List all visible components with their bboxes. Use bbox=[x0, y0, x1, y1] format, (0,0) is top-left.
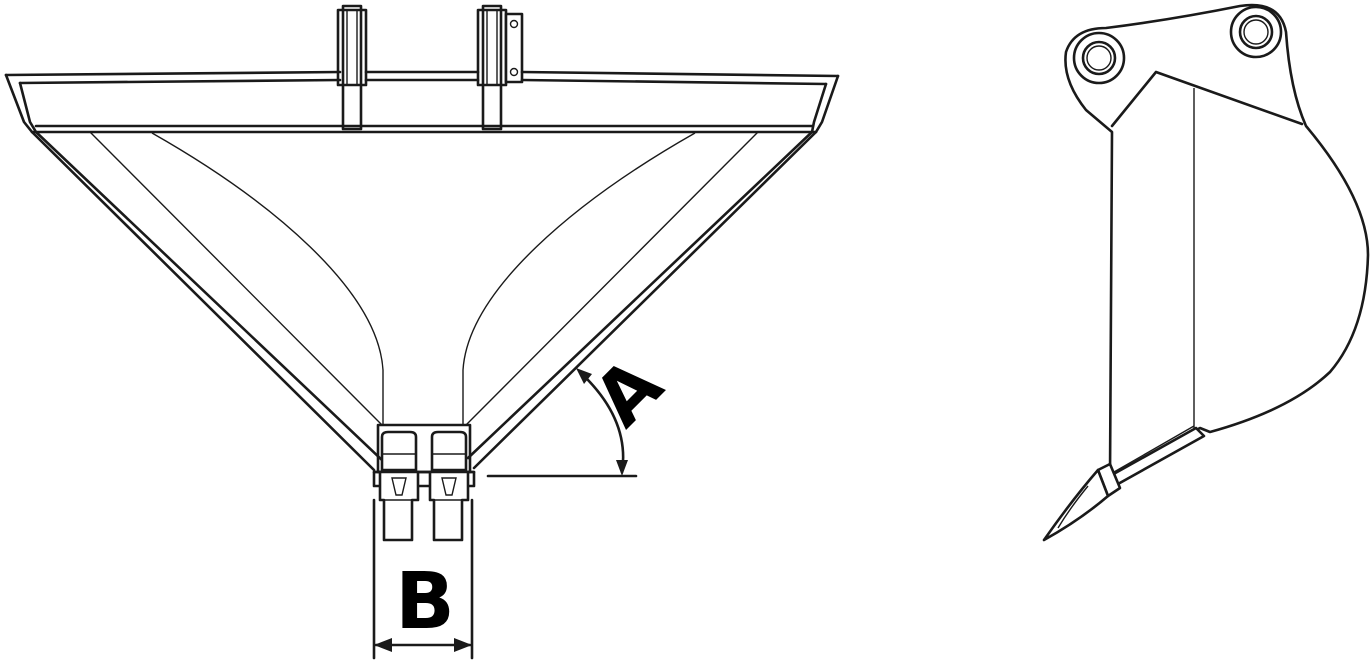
mounting-ear-right bbox=[476, 4, 524, 131]
width-arrow-right bbox=[454, 638, 472, 652]
side-plate-right bbox=[466, 82, 828, 460]
outer-edge-right bbox=[472, 74, 840, 470]
side-outline bbox=[1064, 3, 1370, 478]
side-plate-left bbox=[18, 81, 384, 462]
pin-boss-front bbox=[1229, 5, 1283, 59]
width-label: B bbox=[395, 557, 454, 647]
floor-curve-right bbox=[462, 132, 696, 425]
side-top-plate bbox=[1110, 70, 1304, 128]
tooth-left bbox=[378, 430, 420, 542]
outer-edge-left bbox=[4, 73, 376, 472]
pin-boss-rear bbox=[1072, 31, 1126, 85]
mounting-ear-left bbox=[336, 4, 368, 131]
front-view: A B bbox=[4, 4, 840, 660]
angle-arrow-top bbox=[576, 368, 592, 384]
width-arrow-left bbox=[374, 638, 392, 652]
side-cutting-edge bbox=[1042, 425, 1206, 542]
angle-label: A bbox=[578, 342, 679, 443]
side-view bbox=[1042, 3, 1370, 542]
side-tooth bbox=[1042, 468, 1110, 542]
angle-arrow-bottom bbox=[616, 460, 628, 476]
tooth-right bbox=[428, 430, 470, 542]
floor-curve-left bbox=[151, 132, 384, 425]
inner-plate-left bbox=[89, 131, 383, 426]
inner-plate-right bbox=[465, 131, 759, 426]
top-plate bbox=[4, 70, 840, 134]
width-dimension: B bbox=[372, 498, 474, 660]
